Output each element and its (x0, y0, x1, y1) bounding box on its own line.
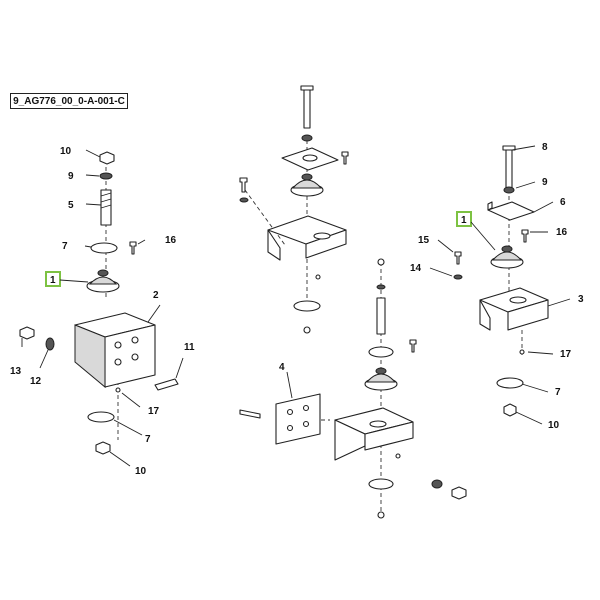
center-bottom-mount-assembly: 4 (239, 258, 467, 520)
callout-11: 11 (184, 342, 195, 353)
washer-right-side[interactable] (453, 274, 463, 280)
callout-12: 12 (30, 376, 42, 387)
svg-text:1: 1 (461, 215, 467, 226)
rubber-mount-center-top[interactable] (290, 173, 324, 197)
callout-17: 17 (148, 406, 160, 417)
rubber-mount-center-bottom[interactable] (364, 367, 398, 391)
callout-10-bottom: 10 (135, 466, 147, 477)
callout-10: 10 (60, 146, 72, 157)
left-mount-assembly: 10 9 5 7 16 1 2 13 12 11 17 7 10 (10, 146, 195, 477)
rubber-mount-left[interactable] (86, 269, 120, 293)
pin-right[interactable] (519, 349, 525, 355)
callout-5: 5 (68, 200, 74, 211)
callout-1-highlighted[interactable]: 1 (45, 271, 61, 287)
callout-10-right: 10 (548, 420, 560, 431)
callout-7: 7 (62, 241, 68, 252)
long-bolt-center[interactable] (303, 87, 311, 129)
bracket-left[interactable] (74, 312, 156, 389)
screw-center-top[interactable] (341, 151, 349, 165)
nut-center-bottom[interactable] (377, 511, 385, 519)
nut-center-top-bottom[interactable] (303, 326, 311, 334)
pin-center-top[interactable] (315, 274, 321, 280)
stud-left[interactable] (100, 189, 112, 226)
callout-9-right: 9 (542, 177, 548, 188)
pin-center-bottom[interactable] (395, 453, 401, 459)
nut-center-side[interactable] (451, 486, 467, 500)
nut-right-bottom[interactable] (503, 403, 517, 417)
washer-center-side[interactable] (431, 479, 443, 489)
flat-washer-center-mid[interactable] (368, 346, 394, 358)
callout-13: 13 (10, 366, 22, 377)
callout-16: 16 (165, 235, 177, 246)
callout-16-right: 16 (556, 227, 568, 238)
plate-right[interactable] (487, 201, 535, 221)
callout-1-right-highlighted[interactable]: 1 (456, 211, 472, 227)
bolt-left[interactable] (154, 378, 179, 391)
screw-center-left[interactable] (239, 177, 248, 193)
washer-center-bottom[interactable] (376, 284, 386, 290)
nut-side-left[interactable] (19, 326, 35, 340)
callout-7-right: 7 (555, 387, 561, 398)
pin-left[interactable] (115, 387, 121, 393)
drawing-reference-code: 9_AG776_00_0-A-001-C (10, 93, 128, 109)
right-mount-assembly: 8 9 6 1 15 16 14 3 17 7 10 (410, 142, 584, 431)
bracket-right[interactable] (479, 287, 549, 331)
flat-washer-right[interactable] (496, 377, 524, 389)
flat-washer-center-top[interactable] (293, 300, 321, 312)
bolt-center[interactable] (239, 409, 261, 419)
washer-center-left[interactable] (239, 197, 249, 203)
bracket-center-top[interactable] (267, 215, 347, 261)
washer-top-left[interactable] (99, 172, 113, 180)
flat-washer-left[interactable] (90, 242, 118, 254)
screw-center-bottom[interactable] (409, 339, 417, 353)
callout-4: 4 (279, 362, 285, 373)
bracket-center-bottom[interactable] (334, 407, 414, 461)
callout-17-right: 17 (560, 349, 572, 360)
long-bolt-right[interactable] (505, 147, 513, 189)
washer-center-top[interactable] (301, 134, 313, 142)
flat-washer-center-bottom[interactable] (368, 478, 394, 490)
plate-4[interactable] (275, 393, 321, 445)
screw-right-side[interactable] (454, 251, 462, 265)
rubber-mount-right[interactable] (490, 245, 524, 269)
svg-text:1: 1 (50, 275, 56, 286)
callout-6: 6 (560, 197, 566, 208)
washer-side-left[interactable] (45, 337, 55, 351)
nut-bottom-left[interactable] (95, 441, 111, 455)
nut-center-bottom-top[interactable] (377, 258, 385, 266)
callout-3: 3 (578, 294, 584, 305)
washer-right-top[interactable] (503, 186, 515, 194)
flat-washer-bottom-left[interactable] (87, 411, 115, 423)
callout-8: 8 (542, 142, 548, 153)
nut-top-left[interactable] (99, 151, 115, 165)
screw-left[interactable] (129, 241, 137, 255)
callout-2: 2 (153, 290, 159, 301)
callout-9: 9 (68, 171, 74, 182)
screw-right[interactable] (521, 229, 529, 243)
center-top-mount-assembly (239, 85, 349, 334)
stud-center[interactable] (376, 297, 386, 335)
callout-7-bottom: 7 (145, 434, 151, 445)
callout-14: 14 (410, 263, 422, 274)
callout-15: 15 (418, 235, 430, 246)
